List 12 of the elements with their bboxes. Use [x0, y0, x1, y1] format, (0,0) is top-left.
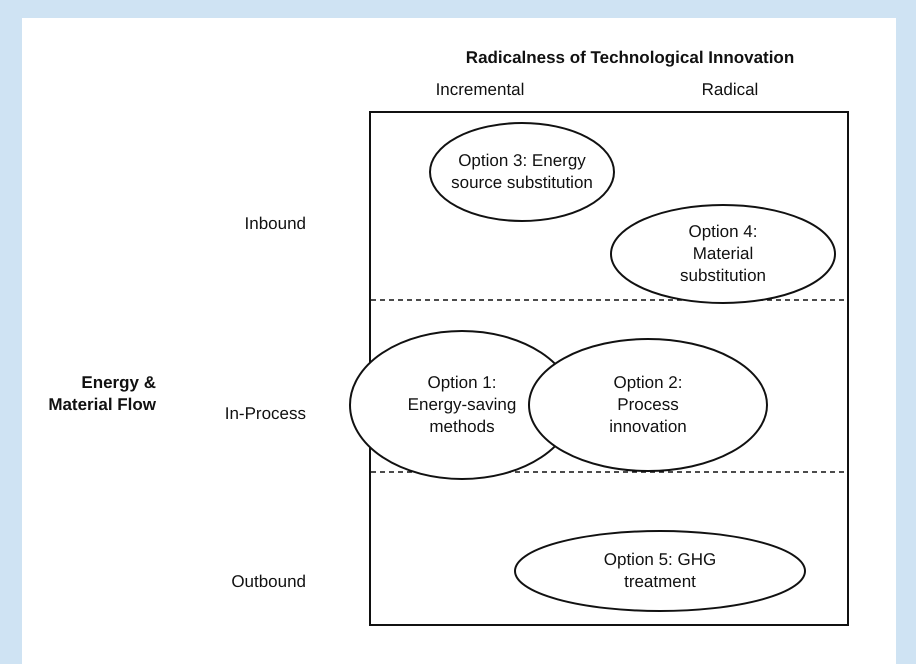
axis-category: Incremental — [434, 80, 526, 100]
axis-title: Radicalness of Technological Innovation — [464, 48, 796, 68]
axis-title: Energy & Material Flow — [47, 372, 156, 416]
option-label: Option 1: Energy-saving methods — [407, 372, 517, 438]
row-label: In-Process — [224, 404, 306, 424]
row-label: Inbound — [244, 214, 306, 234]
option-label: Option 2: Process innovation — [608, 372, 688, 438]
option-label: Option 4: Material substitution — [679, 221, 767, 287]
axis-category: Radical — [700, 80, 760, 100]
option-label: Option 5: GHG treatment — [602, 549, 718, 593]
option-label: Option 3: Energy source substitution — [450, 150, 594, 194]
row-label: Outbound — [230, 572, 306, 592]
